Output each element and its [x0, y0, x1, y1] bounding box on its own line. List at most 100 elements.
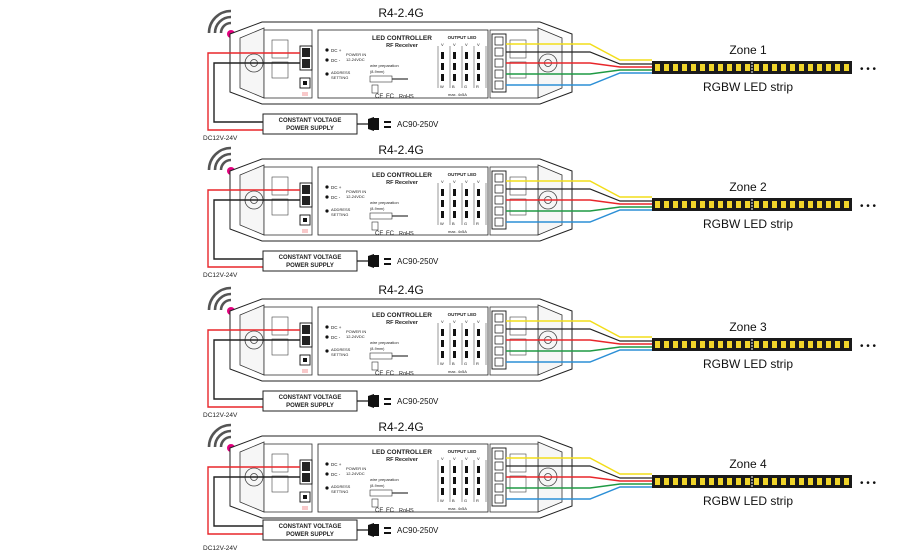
output-v: V [453, 179, 456, 184]
power-supply-box: CONSTANT VOLTAGE POWER SUPPLY [262, 113, 358, 135]
zone-label: Zone 2 [729, 180, 767, 194]
led-chip [718, 478, 723, 485]
led-chip [772, 201, 777, 208]
led-chip [808, 478, 813, 485]
psu-label-1: CONSTANT VOLTAGE [279, 395, 342, 401]
controller-model: R4-2.4G [378, 143, 423, 157]
cert-rohs: RoHS [399, 508, 414, 514]
output-v: V [477, 456, 480, 461]
output-v: V [465, 179, 468, 184]
cert-ce: CE [375, 508, 383, 514]
dc-plus-label: DC + [331, 185, 342, 190]
led-chip [790, 64, 795, 71]
led-chip [664, 64, 669, 71]
output-v: V [465, 319, 468, 324]
led-chip [844, 64, 849, 71]
led-chip [826, 478, 831, 485]
zone-label: Zone 4 [729, 457, 767, 471]
led-chip [700, 478, 705, 485]
strip-label: RGBW LED strip [703, 80, 793, 94]
output-letter-b: B [452, 498, 455, 503]
output-letter-w: W [440, 221, 444, 226]
output-letter-b: B [452, 361, 455, 366]
green-wire [506, 206, 652, 212]
dc-range-label: DC12V-24V [203, 545, 238, 552]
wire-prep-label: wire preparation [370, 63, 399, 68]
led-chip [781, 201, 786, 208]
wire-prep-length: (8-9mm) [370, 207, 385, 211]
led-strip [652, 336, 852, 353]
face-subtitle: RF Receiver [386, 457, 419, 463]
led-chip [754, 201, 759, 208]
led-strip [652, 196, 852, 213]
black-common-wire [506, 51, 652, 65]
continuation-dots: • • • [860, 201, 877, 212]
strip-label: RGBW LED strip [703, 217, 793, 231]
output-v: V [465, 42, 468, 47]
led-chip [790, 341, 795, 348]
yellow-wire [506, 180, 652, 198]
green-wire [506, 483, 652, 489]
led-chip [781, 64, 786, 71]
zone-label: Zone 3 [729, 320, 767, 334]
led-chip [709, 341, 714, 348]
psu-label-2: POWER SUPPLY [286, 263, 334, 269]
output-letter-w: W [440, 361, 444, 366]
led-chip [808, 201, 813, 208]
output-v: V [441, 179, 444, 184]
led-chip [745, 341, 750, 348]
blue-wire [506, 72, 652, 86]
dc-minus-label: DC - [331, 335, 341, 340]
wire-prep-label: wire preparation [370, 477, 399, 482]
led-strip [652, 473, 852, 490]
led-chip [718, 64, 723, 71]
setting-label: SETTING [331, 75, 348, 80]
led-chip [718, 341, 723, 348]
controller-face: LED CONTROLLER RF Receiver DC + DC - POW… [331, 35, 480, 100]
cert-fc: FC [386, 231, 395, 237]
zone-row: R4-2.4G LED CONTROLLER RF Receiver DC + … [203, 420, 877, 552]
led-chip [673, 64, 678, 71]
led-chip [691, 341, 696, 348]
output-title: OUTPUT LED [448, 312, 477, 317]
dc-range-label: DC12V-24V [203, 272, 238, 279]
led-chip [826, 64, 831, 71]
output-letter-b: B [452, 221, 455, 226]
red-power-wire [207, 329, 300, 408]
wire-prep-label: wire preparation [370, 340, 399, 345]
red-power-wire [207, 466, 300, 535]
address-label: ADDRESS [331, 347, 351, 352]
output-v: V [477, 319, 480, 324]
led-chip [763, 341, 768, 348]
dc-plus-label: DC + [331, 48, 342, 53]
led-chip [709, 478, 714, 485]
led-chip [709, 64, 714, 71]
output-letter-g: G [464, 84, 467, 89]
led-chip [835, 478, 840, 485]
red-wire [506, 476, 652, 482]
setting-label: SETTING [331, 212, 348, 217]
led-chip [799, 478, 804, 485]
dc-range-label: DC12V-24V [203, 412, 238, 419]
face-subtitle: RF Receiver [386, 320, 419, 326]
led-chip [664, 341, 669, 348]
ac-range-label: AC90-250V [397, 257, 439, 266]
dc-minus-label: DC - [331, 195, 341, 200]
power-plug-icon [368, 523, 391, 537]
led-chip [727, 341, 732, 348]
led-chip [835, 201, 840, 208]
psu-label-2: POWER SUPPLY [286, 403, 334, 409]
output-v: V [441, 319, 444, 324]
led-chip [781, 478, 786, 485]
wireless-signal-icon [207, 286, 235, 315]
output-v: V [477, 179, 480, 184]
output-letter-r: R [476, 221, 479, 226]
wire-prep-label: wire preparation [370, 200, 399, 205]
cert-fc: FC [386, 508, 395, 514]
led-chip [754, 64, 759, 71]
output-letter-g: G [464, 361, 467, 366]
black-power-wire [213, 476, 300, 527]
power-supply-box: CONSTANT VOLTAGE POWER SUPPLY [262, 390, 358, 412]
cert-rohs: RoHS [399, 231, 414, 237]
face-title: LED CONTROLLER [372, 35, 432, 42]
